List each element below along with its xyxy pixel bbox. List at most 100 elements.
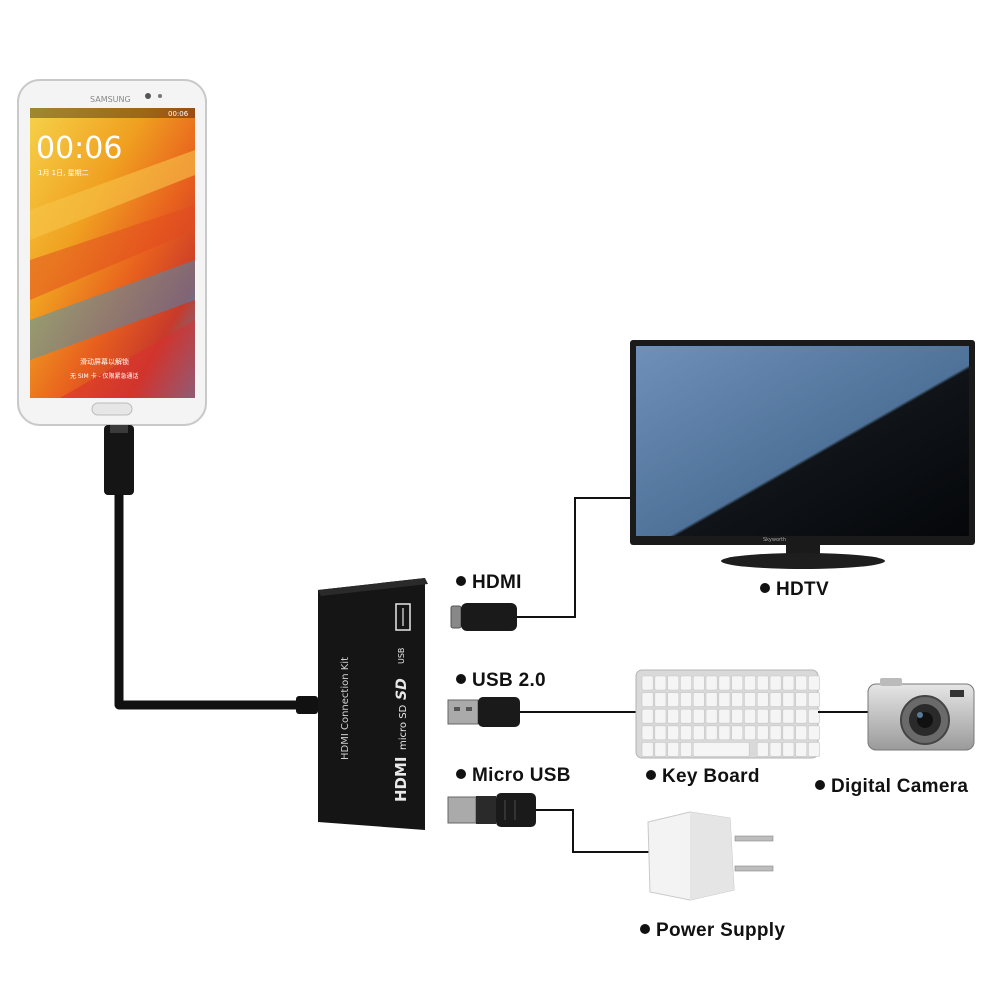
keyboard-key <box>718 708 731 724</box>
keyboard-key <box>808 725 820 741</box>
keyboard-key <box>731 675 744 691</box>
keyboard-key <box>795 725 808 741</box>
phone-brand: SAMSUNG <box>90 95 131 104</box>
keyboard-key <box>782 692 795 707</box>
hub-micro-sd-mark: micro SD <box>398 704 409 750</box>
bullet-icon <box>646 770 656 780</box>
sim-text: 无 SIM 卡 - 仅限紧急通话 <box>70 372 139 380</box>
label-hdmi: HDMI <box>456 572 522 594</box>
keyboard-key <box>795 742 808 757</box>
keyboard-key <box>680 692 692 707</box>
keyboard-key <box>756 742 769 757</box>
unlock-text: 滑动屏幕以解锁 <box>80 357 129 366</box>
keyboard <box>635 669 868 759</box>
keyboard-key <box>641 725 654 741</box>
keyboard-key <box>667 742 680 757</box>
bullet-icon <box>456 576 466 586</box>
keyboard-key <box>692 725 705 741</box>
hub-hdmi-mark: HDMI <box>392 756 410 802</box>
keyboard-key <box>718 725 731 741</box>
bullet-icon <box>456 674 466 684</box>
keyboard-key <box>769 675 782 691</box>
keyboard-key <box>705 725 718 741</box>
status-time: 00:06 <box>168 110 189 118</box>
keyboard-key <box>680 742 692 757</box>
keyboard-key <box>782 675 795 691</box>
hdtv: Skyworth <box>630 340 975 569</box>
phone: SAMSUNG 00:06 00:06 1月 1日, 星期二 滑动屏幕以解锁 无… <box>17 79 207 426</box>
keyboard-key <box>808 675 820 691</box>
phone-date: 1月 1日, 星期二 <box>38 169 89 177</box>
keyboard-key <box>744 725 756 741</box>
keyboard-key <box>654 692 667 707</box>
micro-usb-connector <box>447 793 655 853</box>
keyboard-key <box>667 675 680 691</box>
hub-title: HDMI Connection Kit <box>340 657 351 760</box>
keyboard-key <box>808 692 820 707</box>
usb-connector <box>447 697 636 727</box>
keyboard-key <box>756 692 769 707</box>
hdmi-connector <box>450 497 632 631</box>
keyboard-key <box>756 725 769 741</box>
keyboard-key <box>680 725 692 741</box>
keyboard-key <box>795 708 808 724</box>
keyboard-key <box>782 708 795 724</box>
keyboard-key <box>808 742 820 757</box>
bullet-icon <box>760 583 770 593</box>
keyboard-key <box>808 708 820 724</box>
keyboard-key <box>718 675 731 691</box>
keyboard-key <box>744 675 756 691</box>
phone-cable <box>104 425 318 714</box>
keyboard-key <box>782 742 795 757</box>
keyboard-key <box>705 675 718 691</box>
phone-clock: 00:06 <box>36 131 122 166</box>
keyboard-key <box>744 708 756 724</box>
label-camera: Digital Camera <box>815 776 968 798</box>
keyboard-key <box>641 675 654 691</box>
label-micro-usb: Micro USB <box>456 765 571 787</box>
keyboard-key <box>782 725 795 741</box>
bullet-icon <box>456 769 466 779</box>
keyboard-key <box>667 708 680 724</box>
keyboard-key <box>641 742 654 757</box>
keyboard-key <box>795 692 808 707</box>
keyboard-key <box>795 675 808 691</box>
bullet-icon <box>815 780 825 790</box>
keyboard-key <box>731 708 744 724</box>
keyboard-key <box>641 692 654 707</box>
keyboard-key <box>769 725 782 741</box>
bullet-icon <box>640 924 650 934</box>
label-keyboard: Key Board <box>646 766 760 788</box>
keyboard-key <box>692 742 750 757</box>
keyboard-key <box>654 725 667 741</box>
keyboard-key <box>654 675 667 691</box>
keyboard-key <box>744 692 756 707</box>
keyboard-key <box>680 675 692 691</box>
keyboard-key <box>769 692 782 707</box>
keyboard-key <box>705 708 718 724</box>
keyboard-key <box>718 692 731 707</box>
usb-port-icon <box>395 603 411 631</box>
hub-sd-mark: SD <box>394 678 410 700</box>
keyboard-key <box>731 725 744 741</box>
keyboard-key <box>705 692 718 707</box>
keyboard-key <box>667 692 680 707</box>
keyboard-key <box>692 708 705 724</box>
label-usb: USB 2.0 <box>456 670 546 692</box>
keyboard-key <box>692 692 705 707</box>
keyboard-key <box>680 708 692 724</box>
keyboard-key <box>641 708 654 724</box>
label-power: Power Supply <box>640 920 785 942</box>
hdmi-hub: HDMI Connection Kit HDMI micro SD SD USB <box>318 578 428 830</box>
keyboard-key <box>692 675 705 691</box>
keyboard-key <box>769 708 782 724</box>
digital-camera <box>867 678 975 751</box>
hub-usb-small: USB <box>397 648 406 664</box>
keyboard-key <box>731 692 744 707</box>
power-adapter <box>647 811 774 901</box>
keyboard-key <box>756 675 769 691</box>
home-button <box>91 402 133 416</box>
tv-brand: Skyworth <box>763 537 786 543</box>
keyboard-key <box>654 708 667 724</box>
